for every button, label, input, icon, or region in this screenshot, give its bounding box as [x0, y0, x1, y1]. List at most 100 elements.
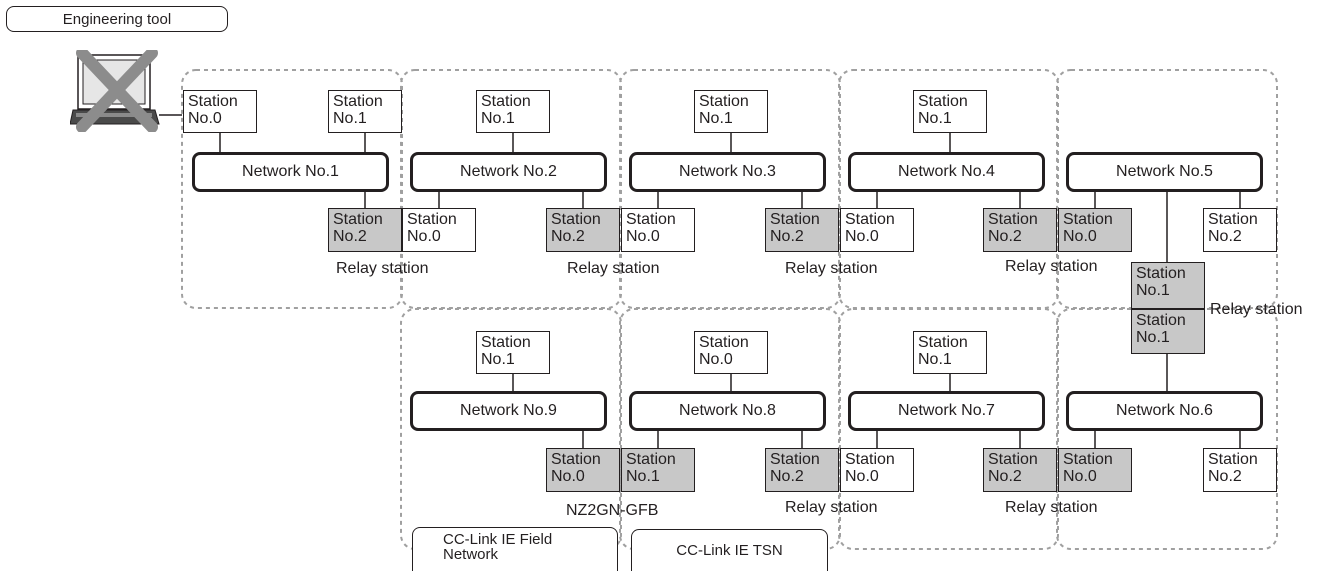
tag-line-1: CC-Link IE Field — [443, 531, 553, 548]
station-label: Station — [988, 211, 1038, 228]
station-n9-no1[interactable]: Station No.1 — [476, 331, 550, 374]
station-label: Station — [1136, 312, 1186, 329]
station-n3-no0[interactable]: Station No.0 — [621, 208, 695, 252]
station-number: No.0 — [188, 110, 222, 127]
station-number: No.1 — [481, 110, 515, 127]
station-n1-no2-relay[interactable]: Station No.2 — [328, 208, 402, 252]
group-network-4 — [838, 69, 1059, 309]
relay-label-n6-n7: Relay station — [1005, 499, 1098, 516]
station-number: No.1 — [333, 110, 367, 127]
station-n4-no1[interactable]: Station No.1 — [913, 90, 987, 133]
tag-line-2: Network — [443, 546, 499, 563]
station-number: No.1 — [699, 110, 733, 127]
relay-label-n2-n3: Relay station — [567, 260, 660, 277]
station-n5-no0[interactable]: Station No.0 — [1058, 208, 1132, 252]
group-network-1 — [181, 69, 403, 309]
station-number: No.2 — [551, 228, 585, 245]
network-n6[interactable]: Network No.6 — [1066, 391, 1263, 431]
station-n7-no0[interactable]: Station No.0 — [840, 448, 914, 492]
station-label: Station — [699, 93, 749, 110]
network-n2[interactable]: Network No.2 — [410, 152, 607, 192]
station-label: Station — [551, 451, 601, 468]
station-number: No.2 — [1208, 468, 1242, 485]
network-n4[interactable]: Network No.4 — [848, 152, 1045, 192]
station-n5-no1-relay[interactable]: Station No.1 — [1131, 262, 1205, 309]
station-label: Station — [551, 211, 601, 228]
connectors — [159, 114, 1241, 449]
group-network-8 — [619, 308, 841, 550]
network-n5[interactable]: Network No.5 — [1066, 152, 1263, 192]
network-n7[interactable]: Network No.7 — [848, 391, 1045, 431]
station-n1-no0[interactable]: Station No.0 — [183, 90, 257, 133]
station-number: No.2 — [1208, 228, 1242, 245]
station-number: No.0 — [551, 468, 585, 485]
network-label: Network No.9 — [460, 402, 557, 419]
station-label: Station — [770, 211, 820, 228]
station-number: No.1 — [1136, 282, 1170, 299]
station-label: Station — [333, 211, 383, 228]
relay-label-n5-n6: Relay station — [1210, 301, 1303, 318]
tag-text: CC-Link IE TSN — [676, 542, 783, 559]
station-n7-no2-relay[interactable]: Station No.2 — [983, 448, 1057, 492]
station-n6-no1-relay[interactable]: Station No.1 — [1131, 309, 1205, 354]
station-label: Station — [333, 93, 383, 110]
relay-label-n1-n2: Relay station — [336, 260, 429, 277]
station-number: No.2 — [988, 468, 1022, 485]
station-n4-no2-relay[interactable]: Station No.2 — [983, 208, 1057, 252]
network-label: Network No.6 — [1116, 402, 1213, 419]
station-number: No.2 — [988, 228, 1022, 245]
network-label: Network No.4 — [898, 163, 995, 180]
engineering-tool-text: Engineering tool — [62, 10, 172, 28]
station-n8-no0[interactable]: Station No.0 — [694, 331, 768, 374]
station-number: No.1 — [918, 351, 952, 368]
station-n4-no0[interactable]: Station No.0 — [840, 208, 914, 252]
station-label: Station — [407, 211, 457, 228]
engineering-tool-label: Engineering tool — [6, 6, 228, 32]
station-number: No.0 — [699, 351, 733, 368]
station-n8-no2-relay[interactable]: Station No.2 — [765, 448, 839, 492]
station-n8-no1[interactable]: Station No.1 — [621, 448, 695, 492]
station-number: No.0 — [407, 228, 441, 245]
station-label: Station — [1063, 451, 1113, 468]
station-label: Station — [845, 451, 895, 468]
cc-link-ie-field-tag: CC-Link IE Field Network — [412, 527, 618, 571]
network-label: Network No.3 — [679, 163, 776, 180]
station-n6-no0[interactable]: Station No.0 — [1058, 448, 1132, 492]
station-number: No.0 — [626, 228, 660, 245]
station-label: Station — [1063, 211, 1113, 228]
station-n3-no1[interactable]: Station No.1 — [694, 90, 768, 133]
network-label: Network No.2 — [460, 163, 557, 180]
station-number: No.2 — [770, 228, 804, 245]
gateway-label: NZ2GN-GFB — [566, 502, 659, 519]
station-n9-no0[interactable]: Station No.0 — [546, 448, 620, 492]
station-label: Station — [699, 334, 749, 351]
station-number: No.1 — [481, 351, 515, 368]
station-label: Station — [626, 451, 676, 468]
station-n1-no1[interactable]: Station No.1 — [328, 90, 402, 133]
network-n8[interactable]: Network No.8 — [629, 391, 826, 431]
station-n5-no2[interactable]: Station No.2 — [1203, 208, 1277, 252]
station-label: Station — [481, 334, 531, 351]
group-network-5 — [1056, 69, 1278, 309]
network-n9[interactable]: Network No.9 — [410, 391, 607, 431]
station-label: Station — [918, 334, 968, 351]
station-label: Station — [1208, 451, 1258, 468]
relay-label-n4-n5: Relay station — [1005, 258, 1098, 275]
group-network-3 — [619, 69, 841, 309]
station-number: No.1 — [626, 468, 660, 485]
station-n6-no2[interactable]: Station No.2 — [1203, 448, 1277, 492]
station-n7-no1[interactable]: Station No.1 — [913, 331, 987, 374]
station-n2-no2-relay[interactable]: Station No.2 — [546, 208, 620, 252]
network-label: Network No.5 — [1116, 163, 1213, 180]
network-n1[interactable]: Network No.1 — [192, 152, 389, 192]
station-n2-no1[interactable]: Station No.1 — [476, 90, 550, 133]
network-n3[interactable]: Network No.3 — [629, 152, 826, 192]
station-n3-no2-relay[interactable]: Station No.2 — [765, 208, 839, 252]
station-label: Station — [626, 211, 676, 228]
station-number: No.0 — [845, 228, 879, 245]
station-number: No.1 — [1136, 329, 1170, 346]
cc-link-ie-tsn-tag: CC-Link IE TSN — [631, 529, 828, 571]
station-n2-no0[interactable]: Station No.0 — [402, 208, 476, 252]
station-number: No.0 — [1063, 468, 1097, 485]
